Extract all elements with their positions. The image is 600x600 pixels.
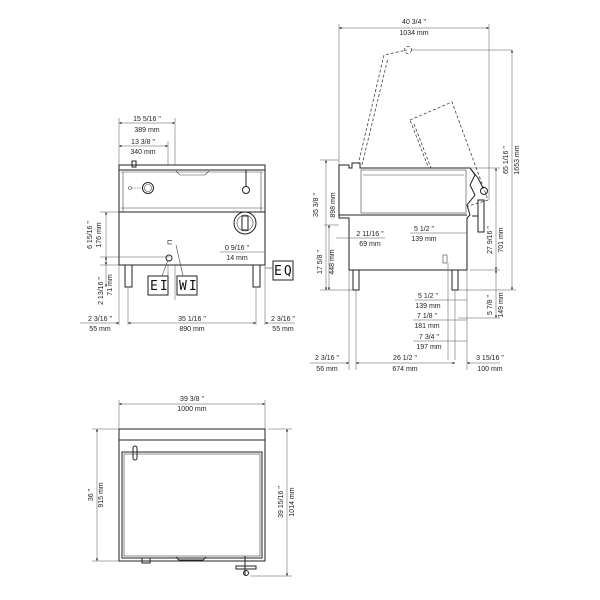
control-knob-icon [142,182,154,194]
side-d3-mm: 197 mm [416,344,441,351]
side-d1-mm: 139 mm [415,303,440,310]
front-top-inner-mm: 340 mm [130,149,155,156]
side-body-height-in: 35 3/8 " [313,193,320,217]
front-body [118,164,266,266]
front-top-outer-in: 15 5/16 " [133,116,161,123]
side-view: 40 3/4 " 1034 mm 35 3/8 " 898 mm 17 [310,19,521,373]
side-depth-mm: 674 mm [392,366,417,373]
side-right-mm: 100 mm [477,366,502,373]
front-left-in: 2 3/16 " [88,316,112,323]
side-right-inset-in: 5 1/2 " [414,226,435,233]
side-width-in: 40 3/4 " [402,19,426,26]
svg-text:⊓: ⊓ [167,240,174,245]
top-body [118,428,266,562]
side-inset-mm: 69 mm [359,241,381,248]
side-lower-height-in: 17 5/8 " [317,250,324,274]
front-height-in: 6 15/16 " [87,221,94,249]
side-body [338,162,476,271]
front-top-outer-mm: 389 mm [134,127,159,134]
side-inset-in: 2 11/16 " [356,231,384,238]
label-ei: EI [150,279,170,294]
side-tilt-height-mm: 701 mm [498,227,505,252]
side-leg-in: 5 7/8 " [487,294,494,315]
front-view: ⊓ 6 15/16 " 176 mm 2 13/16 " 71 mm 15 5/… [80,116,295,333]
side-d2-in: 7 1/8 " [417,313,438,320]
side-right-inset-mm: 139 mm [411,236,436,243]
side-d2-mm: 181 mm [414,323,439,330]
front-leg-mm: 71 mm [107,274,114,296]
front-right-mm: 55 mm [272,326,294,333]
top-total-depth-mm: 1014 mm [289,487,296,516]
top-view: 39 3/8 " 1000 mm 36 " 915 mm 39 15/16 " … [88,396,296,577]
front-side-offset-mm: 14 mm [226,255,248,262]
top-depth-in: 36 " [88,488,95,501]
top-depth-mm: 915 mm [98,482,105,507]
label-wi: WI [179,279,199,294]
side-leg-mm: 149 mm [498,292,505,317]
front-height-mm: 176 mm [96,222,103,247]
label-eq: EQ [274,264,294,279]
side-lower-height-mm: 448 mm [329,249,336,274]
side-total-height-mm: 1653 mm [514,145,521,174]
front-width-mm: 890 mm [179,326,204,333]
side-right-in: 3 15/16 " [476,355,504,362]
side-left-mm: 56 mm [316,366,338,373]
electrical-inlet-icon [165,254,173,262]
front-left-mm: 55 mm [89,326,111,333]
side-depth-in: 26 1/2 " [393,355,417,362]
handwheel-icon [233,211,257,235]
top-width-in: 39 3/8 " [180,396,204,403]
side-tilt-height-in: 27 9/16 " [487,226,494,254]
side-left-in: 2 3/16 " [315,355,339,362]
side-body-height-mm: 898 mm [330,192,337,217]
front-leg-in: 2 13/16 " [98,277,105,305]
top-width-mm: 1000 mm [177,406,206,413]
top-total-depth-in: 39 15/16 " [278,486,285,518]
side-d3-in: 7 3/4 " [419,334,440,341]
front-top-inner-in: 13 3/8 " [131,139,155,146]
side-d1-in: 5 1/2 " [418,293,439,300]
front-width-in: 35 1/16 " [178,316,206,323]
side-width-mm: 1034 mm [399,30,428,37]
front-right-in: 2 3/16 " [271,316,295,323]
front-side-offset-in: 0 9/16 " [225,245,249,252]
side-total-height-in: 65 1/16 " [503,146,510,174]
